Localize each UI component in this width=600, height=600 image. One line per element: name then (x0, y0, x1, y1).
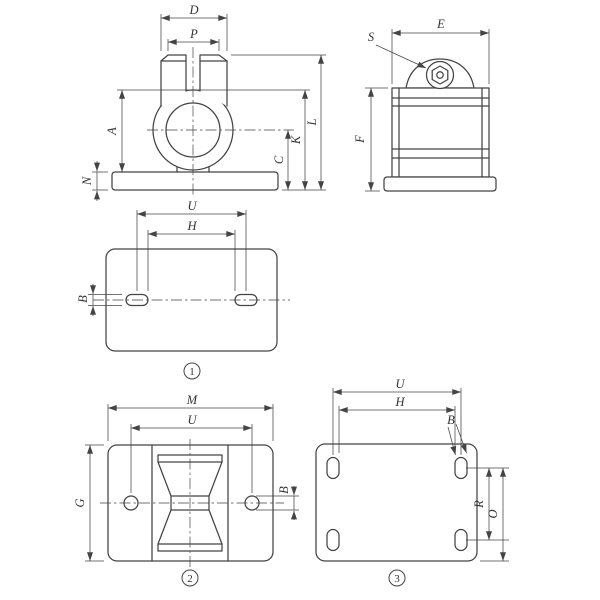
plate3-dim-h: H (394, 395, 405, 409)
plate1-part (93, 248, 290, 352)
side-dim-s: S (368, 30, 375, 44)
base-view-2: M U G B 2 (73, 393, 299, 587)
plate3-dimensions (332, 388, 509, 562)
base2-dim-b: B (277, 486, 291, 494)
side-dimensions (365, 29, 490, 192)
clamp-body (391, 87, 490, 178)
base2-part (100, 439, 284, 567)
view-2-badge (181, 569, 199, 587)
side-part (383, 58, 497, 192)
plate3-slot-top-left (326, 456, 340, 480)
hex-socket-icon (431, 65, 449, 85)
plate1-dim-b: B (76, 295, 90, 303)
base2-dim-m: M (186, 393, 198, 407)
view-2-number: 2 (187, 573, 193, 585)
front-dimensions (92, 14, 326, 201)
front-base-plate (111, 171, 279, 191)
front-dim-c: C (272, 155, 286, 164)
view-1-number: 1 (189, 366, 195, 378)
side-base-plate (383, 176, 497, 192)
front-dim-d: D (188, 3, 198, 17)
view-1-badge (183, 362, 201, 380)
jaw-right-profile (208, 461, 223, 545)
plate1-dim-u: U (187, 199, 197, 213)
plate3-slot-top-right (454, 456, 468, 480)
plate3-slot-bottom-right (454, 528, 468, 552)
plate-view-1: U H B 1 (76, 199, 290, 380)
socket-screw-head (425, 60, 455, 90)
plate3-dim-o: O (486, 509, 500, 518)
clamp-bore (165, 102, 221, 158)
front-part (111, 47, 294, 197)
plate3-slot-bottom-left (326, 528, 340, 552)
plate3-part (315, 443, 478, 562)
base2-dimensions (85, 404, 299, 562)
plate1-dimensions (88, 210, 247, 316)
plate3-dim-b: B (447, 413, 455, 427)
clamp-prong-right (199, 54, 228, 107)
plate-view-3: U H B R O 3 (315, 377, 509, 587)
front-view: D P A N C K L (80, 3, 326, 201)
plate3-dim-u: U (395, 377, 405, 391)
front-dim-a: A (105, 127, 119, 136)
side-view: E S F (353, 17, 497, 192)
plate3-outline (315, 443, 478, 562)
base2-dim-g: G (73, 498, 87, 507)
view-3-number: 3 (394, 573, 400, 585)
front-dim-p: P (189, 27, 198, 41)
base2-dim-u: U (187, 413, 197, 427)
plate3-dim-r: R (472, 500, 486, 509)
front-dim-n: N (80, 176, 94, 186)
side-dim-e: E (436, 17, 445, 31)
front-dim-l: L (305, 118, 319, 126)
view-3-badge (388, 569, 406, 587)
plate1-dim-h: H (186, 219, 197, 233)
jaw-left-profile (157, 461, 172, 545)
clamp-prong-left (160, 54, 187, 107)
side-dim-f: F (353, 135, 367, 144)
front-dim-k: K (289, 135, 303, 145)
